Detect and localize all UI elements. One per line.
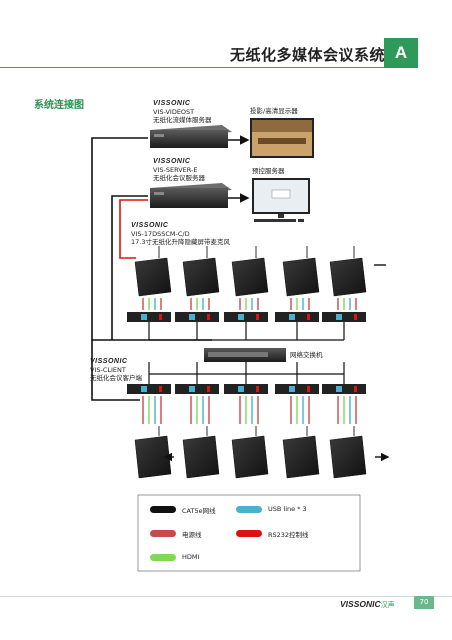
control-box-top	[275, 312, 319, 322]
video-server-desc: 无纸化流媒体服务器	[153, 116, 212, 124]
video-server-model: VIS-VIDEOST	[153, 108, 195, 116]
control-box-top	[127, 312, 171, 322]
control-box-bottom	[175, 384, 219, 394]
control-box-bottom	[127, 384, 171, 394]
control-box-top	[224, 312, 268, 322]
footer-brand-name: VISSONIC	[340, 599, 381, 609]
control-pc	[252, 178, 310, 222]
lift-screen-bottom	[182, 426, 220, 479]
page-title: 无纸化多媒体会议系统	[230, 46, 386, 64]
lift-screen-bottom	[282, 426, 320, 479]
client-desc: 无纸化会议客户端	[90, 374, 142, 382]
terminal-desc: 17.3寸无纸化升降隐藏屏带麦克风	[131, 238, 230, 246]
legend-usb: USB line * 3	[268, 505, 307, 513]
footer-brand: VISSONIC汉声	[340, 599, 395, 610]
lift-screen-top	[182, 246, 220, 297]
control-box-top	[322, 312, 366, 322]
header-divider	[0, 67, 384, 68]
lift-screen-top	[329, 246, 367, 297]
network-switch	[204, 348, 286, 362]
bottom-row-terminals	[134, 426, 367, 479]
bottom-row-control-boxes	[127, 362, 366, 424]
lift-screen-top	[231, 246, 269, 297]
conf-server-brand: VISSONIC	[153, 158, 191, 165]
conf-server-label: VISSONIC VIS-SERVER-E 无纸化会议服务器	[153, 158, 205, 182]
footer-divider	[0, 596, 452, 597]
terminal-brand: VISSONIC	[131, 222, 169, 229]
legend-power: 电源线	[182, 531, 202, 539]
projector-label: 投影/高清显示器	[250, 107, 298, 115]
legend-swatches	[150, 506, 262, 561]
lift-screen-top	[282, 246, 320, 297]
lift-screen-bottom	[329, 426, 367, 479]
video-server	[150, 125, 232, 148]
client-model: VIS-CLIENT	[90, 366, 126, 374]
lift-screen-bottom	[134, 426, 172, 479]
video-server-label: VISSONIC VIS-VIDEOST 无纸化流媒体服务器	[153, 100, 212, 124]
terminal-label: VISSONIC VIS-17DSSCM-C/D 17.3寸无纸化升降隐藏屏带麦…	[131, 222, 230, 246]
footer-brand-cn: 汉声	[380, 602, 395, 609]
control-box-bottom	[275, 384, 319, 394]
conf-server-model: VIS-SERVER-E	[153, 166, 198, 174]
switch-label: 网络交换机	[290, 351, 323, 359]
top-row-control-boxes	[127, 298, 366, 341]
legend-hdmi: HDMI	[182, 553, 200, 561]
client-label: VISSONIC VIS-CLIENT 无纸化会议客户端	[90, 358, 142, 382]
page-number: 70	[414, 596, 434, 609]
control-box-bottom	[224, 384, 268, 394]
control-box-bottom	[322, 384, 366, 394]
section-title: 系统连接图	[34, 100, 84, 111]
conference-server	[150, 183, 232, 208]
terminal-model: VIS-17DSSCM-C/D	[131, 230, 190, 238]
lift-screen-top	[134, 246, 172, 297]
client-brand: VISSONIC	[90, 358, 128, 365]
display-screen	[250, 118, 314, 158]
conf-server-desc: 无纸化会议服务器	[153, 174, 205, 182]
pc-label: 预控服务器	[252, 167, 285, 175]
legend-cat5e: CAT5e网线	[182, 507, 216, 515]
section-tab: A	[384, 38, 418, 68]
lift-screen-bottom	[231, 426, 269, 479]
legend-rs232: RS232控制线	[268, 531, 309, 539]
control-box-top	[175, 312, 219, 322]
video-server-brand: VISSONIC	[153, 100, 191, 107]
top-row-terminals	[134, 246, 367, 297]
